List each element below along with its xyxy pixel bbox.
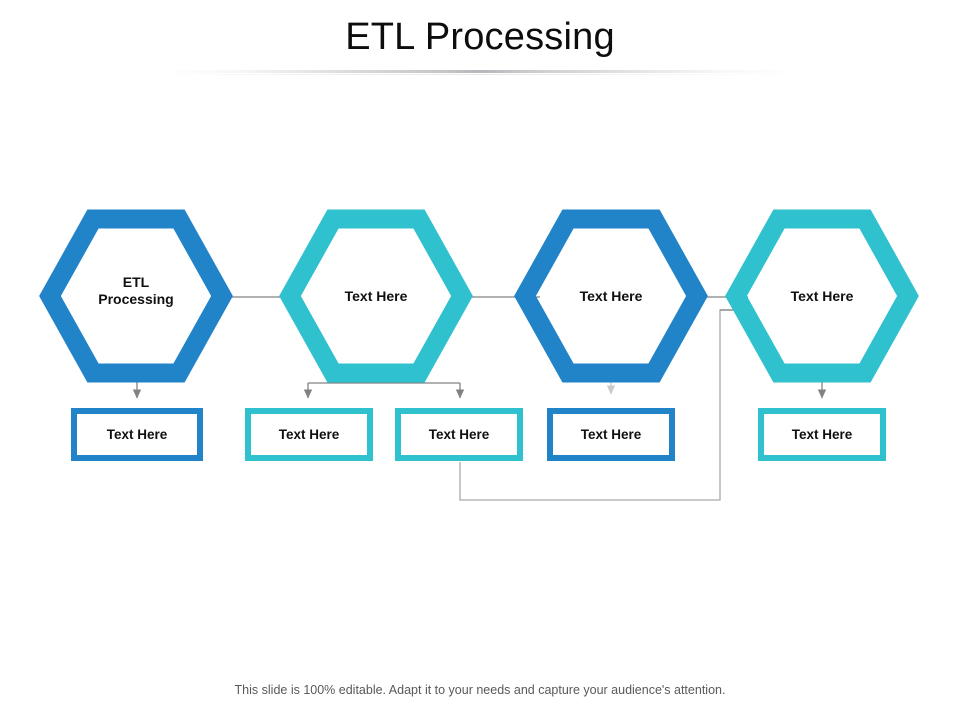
hexagon-1[interactable] [39, 209, 233, 383]
hexagon-3[interactable] [514, 209, 708, 383]
box-5-label: Text Here [791, 427, 853, 442]
footer-note: This slide is 100% editable. Adapt it to… [234, 683, 726, 697]
box-5[interactable]: Text Here [758, 408, 886, 461]
connector-layer [132, 296, 827, 501]
box-3[interactable]: Text Here [395, 408, 523, 461]
title-divider-secondary [160, 74, 800, 75]
title-divider [160, 70, 800, 73]
box-4[interactable]: Text Here [547, 408, 675, 461]
box-2[interactable]: Text Here [245, 408, 373, 461]
hexagon-shape-layer [39, 209, 919, 383]
connector-feedback-loop [459, 309, 735, 501]
hexagon-2[interactable] [279, 209, 473, 383]
box-2-label: Text Here [278, 427, 340, 442]
box-4-label: Text Here [580, 427, 642, 442]
box-1[interactable]: Text Here [71, 408, 203, 461]
page-title: ETL Processing [345, 16, 615, 58]
hexagon-4[interactable] [725, 209, 919, 383]
box-1-label: Text Here [106, 427, 168, 442]
box-3-label: Text Here [428, 427, 490, 442]
